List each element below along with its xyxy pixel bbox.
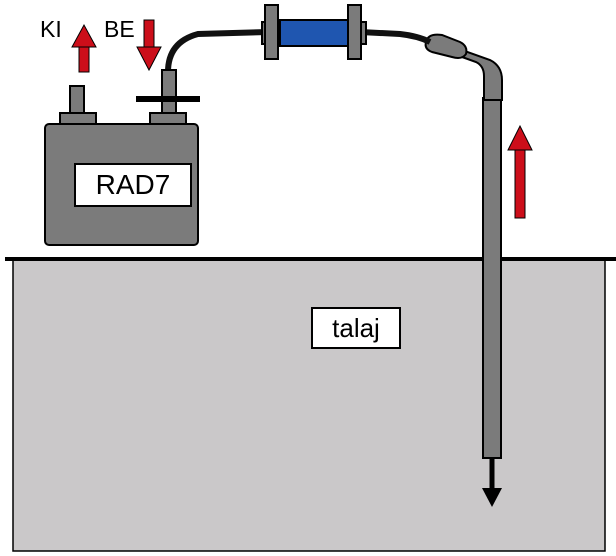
probe-elbow [461, 48, 503, 101]
probe-tip-arrowhead [482, 488, 502, 507]
in-arrow-head [136, 46, 162, 72]
out-arrow-shaft [78, 45, 90, 73]
soil-probe-pipe [482, 97, 502, 459]
device-label: RAD7 [74, 163, 192, 207]
out-arrow-head [71, 23, 97, 48]
probe-flow-arrow-head [507, 124, 533, 151]
soil-label: talaj [311, 307, 401, 349]
outlet-fitting [69, 85, 85, 117]
hose-nozzle [424, 33, 468, 59]
out-label: KI [40, 16, 62, 42]
inlet-tube-right [359, 29, 432, 45]
inlet-tube-left [165, 29, 269, 73]
soil-area [12, 258, 606, 552]
filter-flange-right [347, 4, 362, 60]
filter-body [277, 19, 351, 47]
filter-flange-left [264, 4, 279, 60]
in-arrow-shaft [143, 19, 155, 49]
inlet-fitting [161, 69, 177, 117]
in-label: BE [104, 16, 135, 42]
probe-flow-arrow-shaft [514, 147, 526, 219]
